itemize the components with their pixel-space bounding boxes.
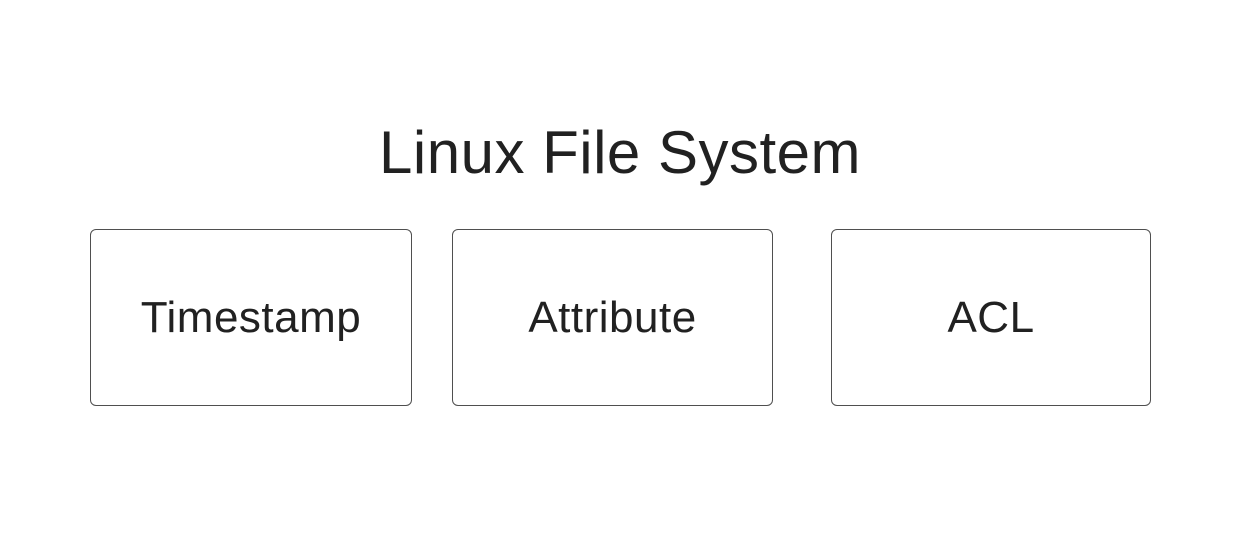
node-label: Timestamp <box>140 292 362 342</box>
node-attribute: Attribute <box>452 229 773 406</box>
node-timestamp: Timestamp <box>90 229 412 406</box>
diagram-title: Linux File System <box>379 119 861 186</box>
node-acl: ACL <box>831 229 1151 406</box>
node-label: ACL <box>947 292 1035 342</box>
node-label: Attribute <box>528 292 697 342</box>
